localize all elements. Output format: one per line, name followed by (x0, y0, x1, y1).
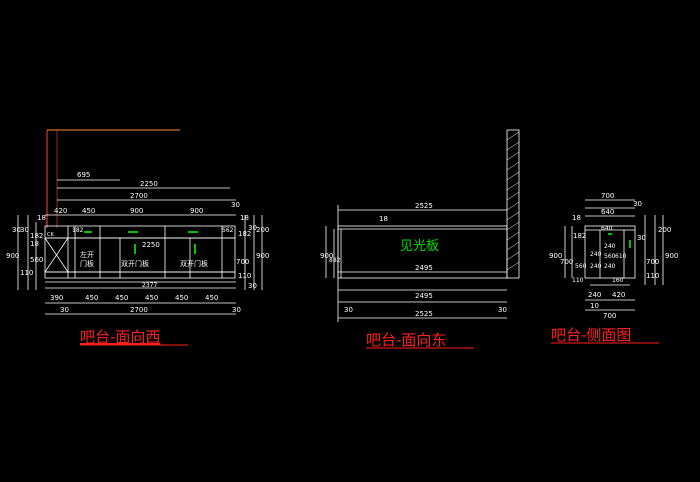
dim-text: 200 (256, 226, 269, 234)
dim-text: 18 (37, 214, 46, 222)
dim-text: 18 (379, 215, 388, 223)
dim-text: 900 (256, 252, 269, 260)
dim-text: 695 (77, 171, 90, 179)
dim-text: 900 (320, 252, 333, 260)
dim-text: 30 (248, 282, 257, 290)
dim-text: 182 (30, 232, 43, 240)
dim-text: 240 (604, 243, 616, 250)
dim-text: 10 (590, 302, 599, 310)
dim-text: 450 (175, 294, 188, 302)
side-dimensions: 700 640 640 30 18 30 900 700 182 240 560… (549, 192, 678, 320)
dim-text: 700 (560, 258, 573, 266)
dim-text: 450 (145, 294, 158, 302)
dim-text: 640 (601, 208, 614, 216)
dim-text: 420 (54, 207, 67, 215)
dim-text: 30 (12, 226, 21, 234)
dim-text: 160 (612, 277, 624, 284)
dim-text: 900 (549, 252, 562, 260)
dim-text: 30 (344, 306, 353, 314)
west-dimensions: 695 2250 2700 30 420 450 900 900 18 30 3… (6, 171, 269, 314)
dim-text: 900 (665, 252, 678, 260)
dim-text: 182 (238, 230, 251, 238)
dim-text: 2250 (140, 180, 158, 188)
dim-text: 30 (20, 226, 29, 234)
dim-text: 700 (646, 258, 659, 266)
view-side (564, 199, 664, 311)
view-title-side: 吧台-侧面图 (551, 326, 631, 344)
dim-text: 30 (498, 306, 507, 314)
dim-text: 30 (637, 234, 646, 242)
dim-text: 240 (588, 291, 601, 299)
dim-text: 110 (572, 277, 584, 284)
dim-text: 18 (240, 214, 249, 222)
dim-text: 2495 (415, 264, 433, 272)
view-title-east: 吧台-面向东 (366, 331, 446, 349)
dim-text: 700 (236, 258, 249, 266)
dim-text: 450 (82, 207, 95, 215)
dim-text: 2250 (142, 241, 160, 249)
dim-text: 390 (50, 294, 63, 302)
dim-text: 240 (590, 251, 602, 258)
dim-text: 610 (615, 253, 627, 260)
dim-text: 2525 (415, 310, 433, 318)
dim-text: 182 (573, 232, 586, 240)
view-west (17, 129, 263, 315)
view-title-west: 吧台-面向西 (80, 328, 160, 346)
dim-text: 2377 (142, 282, 157, 289)
dim-text: 882 (329, 257, 341, 264)
door-label-right: 双开门板 (180, 259, 208, 268)
dim-text: 900 (6, 252, 19, 260)
dim-text: 2700 (130, 192, 148, 200)
dim-text: 560 (30, 256, 43, 264)
dim-text: 110 (20, 269, 33, 277)
dim-text: 182 (72, 227, 84, 234)
dim-text: 450 (115, 294, 128, 302)
dim-text: 30 (248, 224, 257, 232)
dim-text: 560 (604, 253, 616, 260)
dim-text: 562 (222, 227, 234, 234)
dim-text: 450 (205, 294, 218, 302)
dim-text: 560 (575, 263, 587, 270)
dim-text: 2495 (415, 292, 433, 300)
dim-text: 2700 (130, 306, 148, 314)
dim-text: 900 (190, 207, 203, 215)
dim-text: 18 (30, 240, 39, 248)
dim-text: 2525 (415, 202, 433, 210)
dim-text: 30 (231, 201, 240, 209)
east-dimensions: 2525 18 900 882 2495 2495 30 2525 30 (320, 202, 507, 318)
view-east (325, 129, 520, 322)
dim-text: 420 (612, 291, 625, 299)
dim-text: 30 (60, 306, 69, 314)
dim-text: 700 (603, 312, 616, 320)
ck-label: CK (47, 232, 54, 238)
dim-text: 30 (232, 306, 241, 314)
door-label-left: 左开门板 (80, 250, 94, 268)
dim-text: 200 (658, 226, 671, 234)
dim-text: 240 (590, 263, 602, 270)
dim-text: 640 (601, 225, 613, 232)
door-label-mid: 双开门板 (121, 259, 149, 268)
dim-text: 700 (601, 192, 614, 200)
dim-text: 18 (572, 214, 581, 222)
center-label: 见光板 (400, 239, 439, 254)
dim-text: 240 (604, 263, 616, 270)
dim-text: 450 (85, 294, 98, 302)
dim-text: 30 (633, 200, 642, 208)
dim-text: 110 (646, 272, 659, 280)
dim-text: 900 (130, 207, 143, 215)
dim-text: 110 (238, 272, 251, 280)
